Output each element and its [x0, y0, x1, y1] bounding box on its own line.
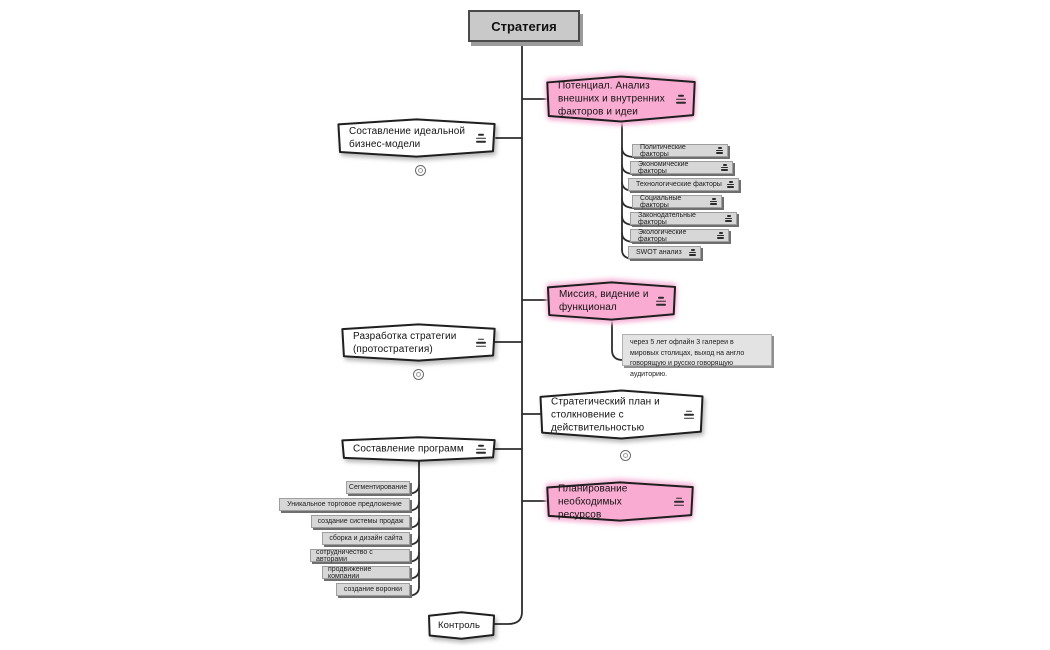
node-mission-vision-label: Миссия, видение и функционал	[559, 289, 649, 313]
mission-note[interactable]: через 5 лет офлайн 3 галереи в мировых с…	[622, 334, 772, 378]
node-strategic-plan[interactable]: Стратегический план и столкновение с дей…	[538, 390, 705, 439]
leaf-political-factors[interactable]: Политические факторы	[632, 143, 728, 158]
node-ideal-business-model[interactable]: Составление идеальной бизнес-модели	[336, 119, 497, 157]
node-strategy-root[interactable]: Стратегия	[468, 10, 580, 42]
notes-icon[interactable]	[727, 181, 734, 188]
notes-icon[interactable]	[710, 198, 717, 205]
leaf-unique-selling-proposition[interactable]: Уникальное торговое предложение	[279, 498, 410, 511]
node-resource-planning-label: Планирование необходимых ресурсов	[558, 483, 628, 520]
leaf-label: Законодательные факторы	[638, 211, 696, 226]
node-strategy-development-label: Разработка стратегии (протостратегия)	[353, 330, 457, 355]
node-strategy-development[interactable]: Разработка стратегии (протостратегия)	[340, 324, 497, 361]
notes-icon[interactable]	[676, 94, 686, 104]
leaf-label: создание системы продаж	[317, 518, 404, 525]
leaf-technological-factors[interactable]: Технологические факторы	[628, 178, 739, 191]
leaf-label: Сегментирование	[348, 484, 408, 491]
leaf-economic-factors[interactable]: Экономические факторы	[630, 160, 733, 175]
leaf-label: Политические факторы	[640, 143, 686, 158]
leaf-sales-system[interactable]: создание системы продаж	[311, 515, 410, 528]
notes-icon[interactable]	[476, 444, 486, 454]
leaf-label: Уникальное торговое предложение	[287, 501, 402, 508]
notes-icon[interactable]	[689, 249, 696, 256]
node-program-creation[interactable]: Составление программ	[340, 437, 497, 461]
notes-icon[interactable]	[476, 133, 486, 143]
leaf-label: создание воронки	[343, 586, 403, 593]
notes-icon[interactable]	[656, 296, 666, 306]
node-program-creation-label: Составление программ	[353, 443, 464, 455]
leaf-label: SWOT анализ	[636, 249, 682, 256]
collapsed-indicator[interactable]	[413, 369, 424, 380]
leaf-company-promotion[interactable]: продвижение компании	[322, 565, 410, 580]
node-potential-analysis[interactable]: Потенциал. Анализ внешних и внутренних ф…	[545, 76, 697, 122]
mission-note-text: через 5 лет офлайн 3 галереи в мировых с…	[630, 339, 745, 378]
notes-icon[interactable]	[717, 232, 724, 239]
node-control-label: Контроль	[438, 619, 481, 631]
leaf-segmentation[interactable]: Сегментирование	[346, 481, 410, 494]
notes-icon[interactable]	[716, 147, 723, 154]
leaf-label: продвижение компании	[328, 565, 372, 580]
leaf-label: Экологические факторы	[638, 228, 687, 243]
leaf-swot-analysis[interactable]: SWOT анализ	[628, 246, 701, 259]
node-resource-planning[interactable]: Планирование необходимых ресурсов	[545, 482, 695, 521]
collapsed-indicator[interactable]	[620, 450, 631, 461]
node-ideal-business-model-label: Составление идеальной бизнес-модели	[349, 126, 466, 150]
leaf-label: сотрудничество с авторами	[316, 548, 373, 563]
notes-icon[interactable]	[684, 410, 694, 419]
collapsed-indicator[interactable]	[415, 165, 426, 176]
notes-icon[interactable]	[721, 164, 728, 171]
notes-icon[interactable]	[725, 215, 732, 222]
leaf-ecological-factors[interactable]: Экологические факторы	[630, 228, 729, 243]
leaf-label: сборка и дизайн сайта	[329, 535, 403, 542]
notes-icon[interactable]	[476, 338, 486, 347]
leaf-author-cooperation[interactable]: сотрудничество с авторами	[310, 548, 410, 563]
leaf-label: Социальные факторы	[640, 194, 682, 209]
node-mission-vision[interactable]: Миссия, видение и функционал	[546, 282, 677, 320]
node-strategy-root-label: Стратегия	[491, 18, 557, 34]
node-potential-analysis-label: Потенциал. Анализ внешних и внутренних ф…	[558, 80, 665, 118]
leaf-legislative-factors[interactable]: Законодательные факторы	[630, 211, 737, 226]
leaf-funnel-creation[interactable]: создание воронки	[336, 583, 410, 596]
node-strategic-plan-label: Стратегический план и столкновение с дей…	[551, 396, 660, 433]
leaf-label: Экономические факторы	[638, 160, 689, 175]
leaf-site-build-design[interactable]: сборка и дизайн сайта	[322, 532, 410, 545]
node-control[interactable]: Контроль	[428, 612, 495, 639]
leaf-label: Технологические факторы	[636, 181, 722, 188]
leaf-social-factors[interactable]: Социальные факторы	[632, 194, 722, 209]
notes-icon[interactable]	[674, 497, 684, 506]
